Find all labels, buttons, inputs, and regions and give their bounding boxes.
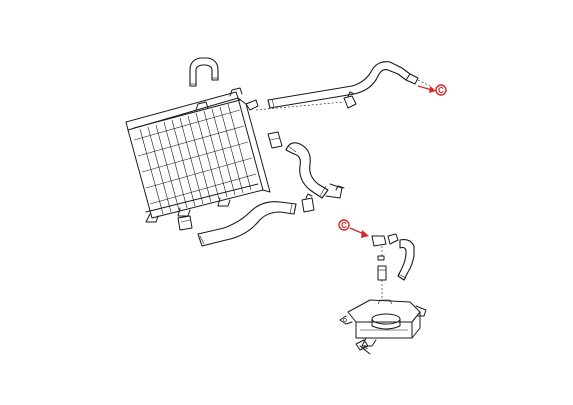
radiator-upper-outlet xyxy=(245,99,259,111)
reservoir-pipe-stub xyxy=(377,246,387,300)
radiator xyxy=(125,87,271,223)
ref-c-lower-label: C xyxy=(341,221,347,230)
reservoir-connector-hose xyxy=(371,233,415,281)
ref-c-lower-marker: C xyxy=(338,219,369,238)
hose-clamp-middle xyxy=(301,193,315,213)
u-bend-hose xyxy=(189,57,219,87)
radiator-core-fins xyxy=(133,103,257,215)
ref-c-upper-marker: C xyxy=(417,84,447,96)
coolant-reservoir xyxy=(339,299,427,347)
lower-radiator-hose xyxy=(177,201,297,247)
upper-radiator-hose xyxy=(267,131,345,199)
overflow-hose-long xyxy=(267,61,431,109)
ref-c-upper-label: C xyxy=(438,86,444,95)
hose-clamp-upper xyxy=(343,91,357,109)
mounting-bolt xyxy=(355,339,371,355)
